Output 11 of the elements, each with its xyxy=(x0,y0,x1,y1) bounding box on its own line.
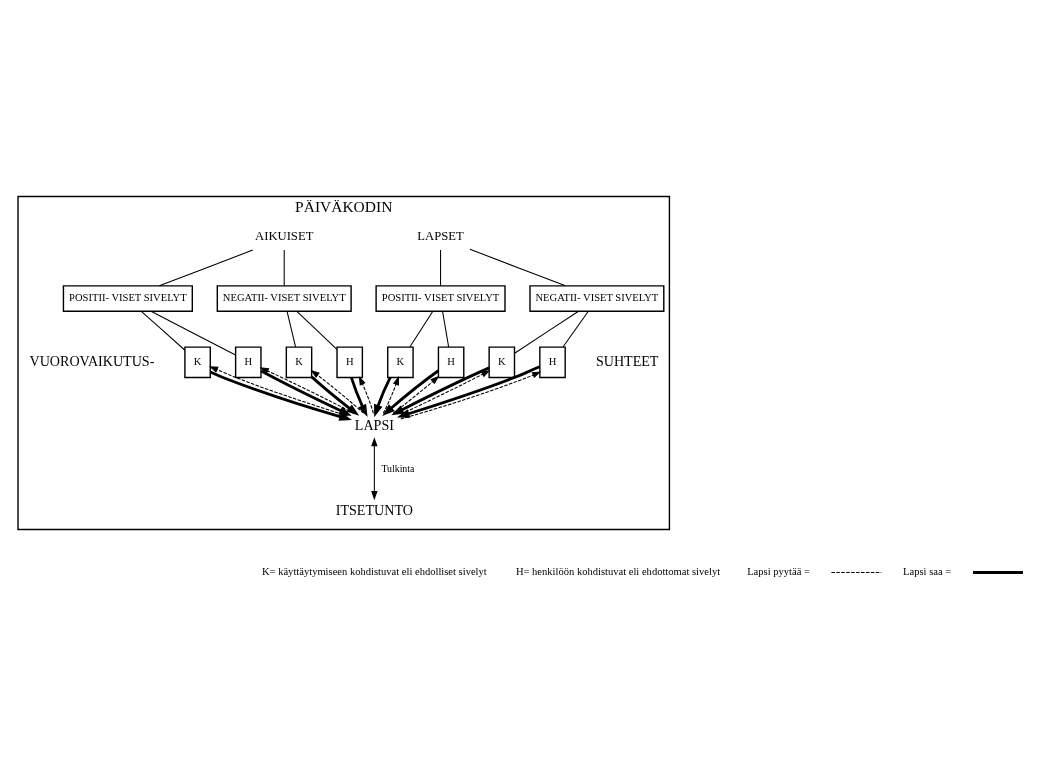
label: K= käyttäytymiseen kohdistuvat eli ehdolliset sivelyt xyxy=(261,565,487,577)
edge-label: Tulkinta xyxy=(380,462,414,474)
node-text: LAPSET xyxy=(416,229,464,244)
label: SUHTEET xyxy=(595,352,658,369)
label: H= henkilöön kohdistuvat eli ehdottomat sivelyt xyxy=(515,565,720,577)
node-text: AIKUISET xyxy=(254,229,313,244)
node-text: ITSETUNTO xyxy=(335,501,413,518)
legend-label: Lapsi pyytää = xyxy=(746,565,810,577)
label: VUOROVAIKUTUS- xyxy=(29,352,154,369)
legend-label: Lapsi saa = xyxy=(902,565,951,577)
node-text: LAPSI xyxy=(354,416,394,433)
